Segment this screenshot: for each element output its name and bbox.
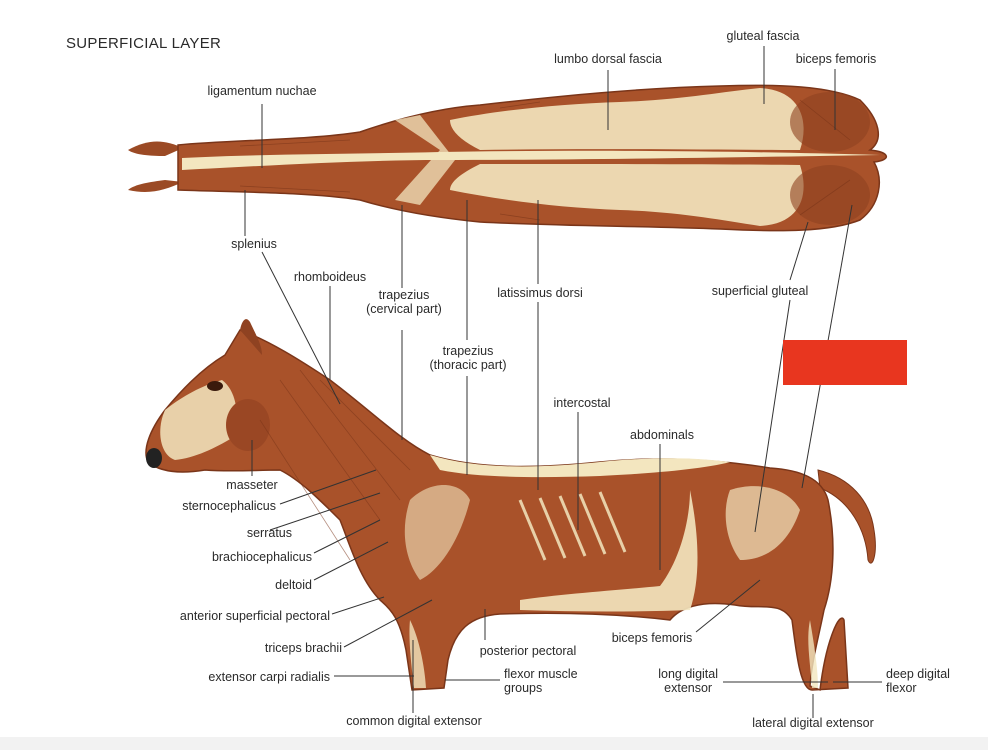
label-long-digital-extensor: long digital extensor (658, 667, 718, 695)
label-masseter: masseter (226, 478, 278, 492)
redaction-box (783, 340, 907, 385)
label-triceps-brachii: triceps brachii (264, 641, 342, 655)
label-rhomboideus: rhomboideus (293, 270, 367, 284)
label-brachiocephalicus: brachiocephalicus (211, 550, 312, 564)
label-deep-digital-flexor: deep digital flexor (886, 667, 950, 695)
label-trapezius-thoracic: trapezius (thoracic part) (429, 344, 507, 372)
label-intercostal: intercostal (553, 396, 611, 410)
label-anterior-superficial-pectoral: anterior superficial pectoral (179, 609, 330, 623)
label-ligamentum-nuchae: ligamentum nuchae (207, 84, 317, 98)
label-serratus: serratus (246, 526, 292, 540)
bottom-band (0, 737, 988, 750)
label-common-digital-extensor: common digital extensor (346, 714, 482, 728)
label-superficial-gluteal: superficial gluteal (711, 284, 809, 298)
label-extensor-carpi-radialis: extensor carpi radialis (208, 670, 330, 684)
label-sternocephalicus: sternocephalicus (182, 499, 276, 513)
label-trapezius-cervical: trapezius (cervical part) (366, 288, 442, 316)
label-lateral-digital-extensor: lateral digital extensor (752, 716, 874, 730)
label-deltoid: deltoid (275, 578, 312, 592)
label-lumbo-dorsal-fascia: lumbo dorsal fascia (554, 52, 662, 66)
lateral-view (145, 319, 876, 692)
label-biceps-femoris-top: biceps femoris (795, 52, 877, 66)
label-flexor-muscle-groups: flexor muscle groups (504, 667, 578, 695)
label-posterior-pectoral: posterior pectoral (479, 644, 577, 658)
label-latissimus-dorsi: latissimus dorsi (497, 286, 583, 300)
label-splenius: splenius (231, 237, 277, 251)
label-gluteal-fascia: gluteal fascia (726, 29, 800, 43)
label-abdominals: abdominals (630, 428, 694, 442)
diagram-title: SUPERFICIAL LAYER (66, 35, 222, 52)
dorsal-view (128, 84, 887, 232)
label-biceps-femoris-bottom: biceps femoris (611, 631, 693, 645)
